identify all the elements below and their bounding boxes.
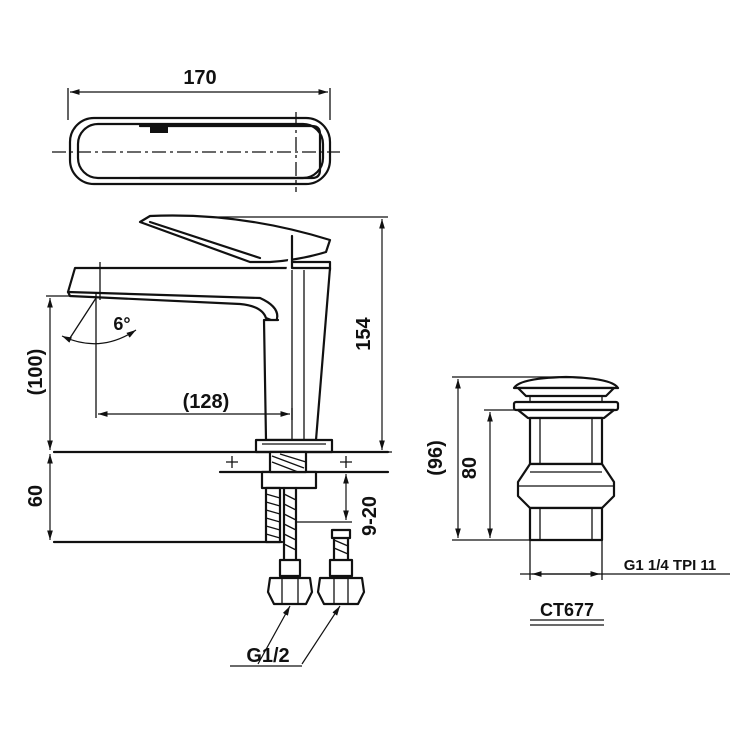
- drain-cap: [512, 375, 620, 390]
- faucet-base: [254, 438, 334, 454]
- faucet-body-inner-outline: [76, 122, 325, 180]
- drain-flange: [512, 400, 620, 412]
- deck-thickness-label: 9-20: [359, 496, 381, 536]
- height-label: 154: [353, 316, 375, 350]
- drain-body-label: 80: [459, 457, 481, 479]
- rod-thread: [265, 493, 281, 539]
- spout-height-label: (100): [25, 349, 47, 396]
- hose-braid: [333, 539, 349, 555]
- drain-model-label: CT677: [540, 600, 594, 620]
- hose-cap-2: [330, 528, 352, 540]
- drain-total-label: (96): [425, 440, 447, 476]
- drain-flange-taper: [516, 408, 616, 420]
- faucet-top-view: [52, 88, 340, 192]
- drain-body-lower: [528, 506, 604, 542]
- deck-break-mark: [340, 456, 352, 468]
- hose-nut-2: [316, 576, 366, 606]
- mounting-nut: [260, 470, 318, 490]
- lever-handle: [138, 214, 332, 264]
- width-label: 170: [183, 67, 216, 89]
- hose-braid: [283, 493, 297, 551]
- angle-label: 6°: [113, 314, 130, 334]
- shank-thread: [271, 453, 307, 473]
- drain-view: [452, 375, 730, 626]
- drain-body-upper: [528, 416, 604, 466]
- lever-marker: [150, 127, 168, 133]
- drain-thread-label: G1 1/4 TPI 11: [624, 557, 717, 574]
- thread-leader-line: [301, 605, 341, 665]
- faucet-thread-label: G1/2: [246, 645, 289, 667]
- faucet-body-outline: [68, 116, 332, 186]
- drain-cap-rim: [516, 386, 616, 398]
- hose-ferrule-2: [328, 558, 354, 578]
- angle-line: [69, 297, 97, 339]
- spout-body: [66, 290, 279, 324]
- lever-edge: [148, 220, 262, 260]
- reach-label: (128): [183, 391, 230, 413]
- below-deck-label: 60: [25, 485, 47, 507]
- deck-break-mark: [226, 456, 238, 468]
- thread-leader-line: [257, 605, 291, 665]
- hose-ferrule-1: [278, 558, 302, 578]
- hose-nut-1: [266, 576, 314, 606]
- angle-arc: [61, 329, 137, 345]
- faucet-side-view: [46, 214, 392, 667]
